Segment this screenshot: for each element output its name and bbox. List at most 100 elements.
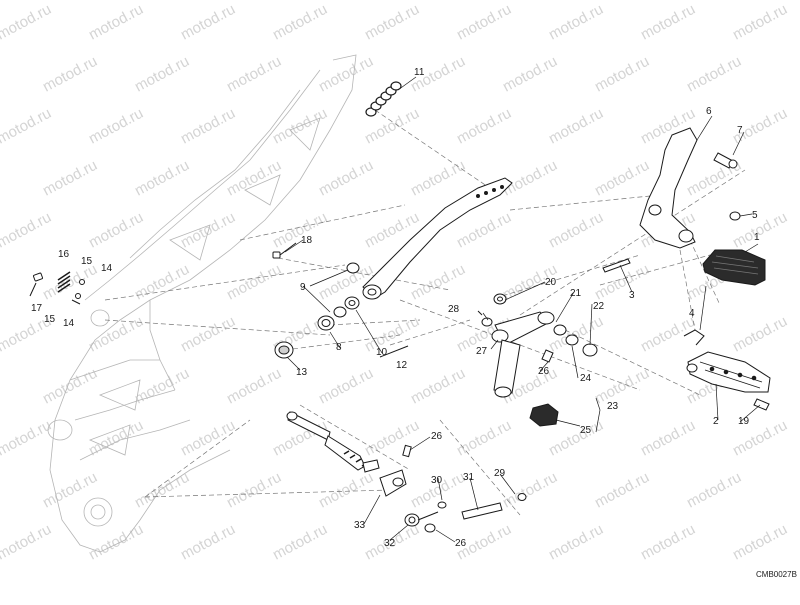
watermark-text: motod.ru — [224, 365, 284, 408]
watermark-text: motod.ru — [40, 365, 100, 408]
watermark-text: motod.ru — [316, 469, 376, 512]
watermark-text: motod.ru — [132, 469, 192, 512]
part-4-spring-clip — [683, 329, 705, 346]
small-fasteners-left — [29, 242, 297, 305]
part-number-label: 25 — [580, 425, 592, 436]
assembly-lines — [104, 109, 746, 516]
watermark-text: motod.ru — [316, 53, 376, 96]
brake-pedal-lever — [362, 177, 513, 300]
watermark-text: motod.ru — [408, 157, 468, 200]
watermark-text: motod.ru — [362, 1, 422, 44]
watermark-text: motod.ru — [592, 157, 652, 200]
watermark-text: motod.ru — [500, 157, 560, 200]
part-12-mark — [379, 345, 409, 358]
part-number-label: 24 — [580, 373, 592, 384]
part-2-footpeg — [686, 351, 771, 393]
watermark-text: motod.ru — [86, 105, 146, 148]
watermark-text: motod.ru — [270, 1, 330, 44]
drawing-code-label: CMB0027B — [756, 570, 797, 579]
part-number-label: 30 — [431, 475, 443, 486]
watermark-text: motod.ru — [500, 53, 560, 96]
watermark-text: motod.ru — [132, 365, 192, 408]
watermark-text: motod.ru — [316, 365, 376, 408]
watermark-text: motod.ru — [132, 261, 192, 304]
watermark-text: motod.ru — [684, 469, 744, 512]
part-number-label: 20 — [545, 277, 557, 288]
part-3-pin — [602, 258, 631, 273]
watermark-text: motod.ru — [316, 157, 376, 200]
watermark-text: motod.ru — [0, 209, 54, 252]
watermark-text: motod.ru — [730, 313, 790, 356]
watermark-text: motod.ru — [408, 365, 468, 408]
watermark-text: motod.ru — [362, 417, 422, 460]
part-13-bushing — [274, 341, 294, 359]
watermark-text: motod.ru — [224, 53, 284, 96]
watermark-text: motod.ru — [592, 365, 652, 408]
part-number-label: 13 — [296, 367, 308, 378]
watermark-text: motod.ru — [0, 521, 54, 564]
watermark-text: motod.ru — [0, 105, 54, 148]
part-number-label: 21 — [570, 288, 582, 299]
part-number-label: 2 — [713, 416, 719, 427]
watermark-text: motod.ru — [224, 157, 284, 200]
part-number-label: 6 — [706, 106, 712, 117]
part-number-label: 14 — [101, 263, 113, 274]
watermark-text: motod.ru — [40, 469, 100, 512]
watermark-text: motod.ru — [86, 313, 146, 356]
watermark-text: motod.ru — [592, 53, 652, 96]
watermark-text: motod.ru — [178, 521, 238, 564]
watermark-text: motod.ru — [40, 157, 100, 200]
part-number-label: 22 — [593, 301, 605, 312]
watermark-text: motod.ru — [592, 261, 652, 304]
part-5-clip — [729, 211, 741, 221]
watermark-text: motod.ru — [178, 105, 238, 148]
part-number-label: 1 — [754, 232, 760, 243]
part-number-label: 19 — [738, 416, 750, 427]
part-number-label: 5 — [752, 210, 758, 221]
part-number-label: 17 — [31, 303, 43, 314]
part-number-label: 10 — [376, 347, 388, 358]
watermark-text: motod.ru — [592, 469, 652, 512]
frame-outline — [47, 54, 357, 553]
part-19-bolt — [753, 398, 770, 411]
watermark-text: motod.ru — [132, 53, 192, 96]
part-number-label: 31 — [463, 472, 475, 483]
part-number-label: 23 — [607, 401, 619, 412]
watermark-text: motod.ru — [86, 1, 146, 44]
part-25-rubber-grip — [529, 403, 559, 427]
watermark-text: motod.ru — [178, 417, 238, 460]
washers-8-9-10 — [317, 262, 360, 331]
watermark-text: motod.ru — [546, 521, 606, 564]
part-number-label: 27 — [476, 346, 488, 357]
part-number-label: 9 — [300, 282, 306, 293]
part-number-label: 15 — [44, 314, 56, 325]
gear-linkage-assembly — [477, 293, 598, 398]
part-number-label: 26 — [431, 431, 443, 442]
part-number-label: 26 — [455, 538, 467, 549]
watermark-text: motod.ru — [270, 521, 330, 564]
part-number-label: 15 — [81, 256, 93, 267]
part-number-layer: 1234567891011121314141515161718192021222… — [31, 67, 760, 549]
watermark-text: motod.ru — [638, 521, 698, 564]
part-1-rubber-pad — [702, 249, 766, 286]
watermark-text: motod.ru — [638, 1, 698, 44]
part-number-label: 4 — [689, 308, 695, 319]
part-number-label: 16 — [58, 249, 70, 260]
watermark-text: motod.ru — [638, 417, 698, 460]
watermark-text: motod.ru — [178, 1, 238, 44]
watermark-text: motod.ru — [40, 261, 100, 304]
watermark-text: motod.ru — [546, 209, 606, 252]
watermark-text: motod.ru — [0, 417, 54, 460]
watermark-text: motod.ru — [132, 157, 192, 200]
watermark-text: motod.ru — [178, 209, 238, 252]
watermark-text: motod.ru — [86, 521, 146, 564]
watermark-text: motod.ru — [546, 1, 606, 44]
part-number-label: 26 — [538, 366, 550, 377]
watermark-text: motod.ru — [500, 469, 560, 512]
watermark-text: motod.ru — [730, 521, 790, 564]
watermark-text: motod.ru — [224, 469, 284, 512]
watermark-text: motod.ru — [546, 105, 606, 148]
part-number-label: 8 — [336, 342, 342, 353]
